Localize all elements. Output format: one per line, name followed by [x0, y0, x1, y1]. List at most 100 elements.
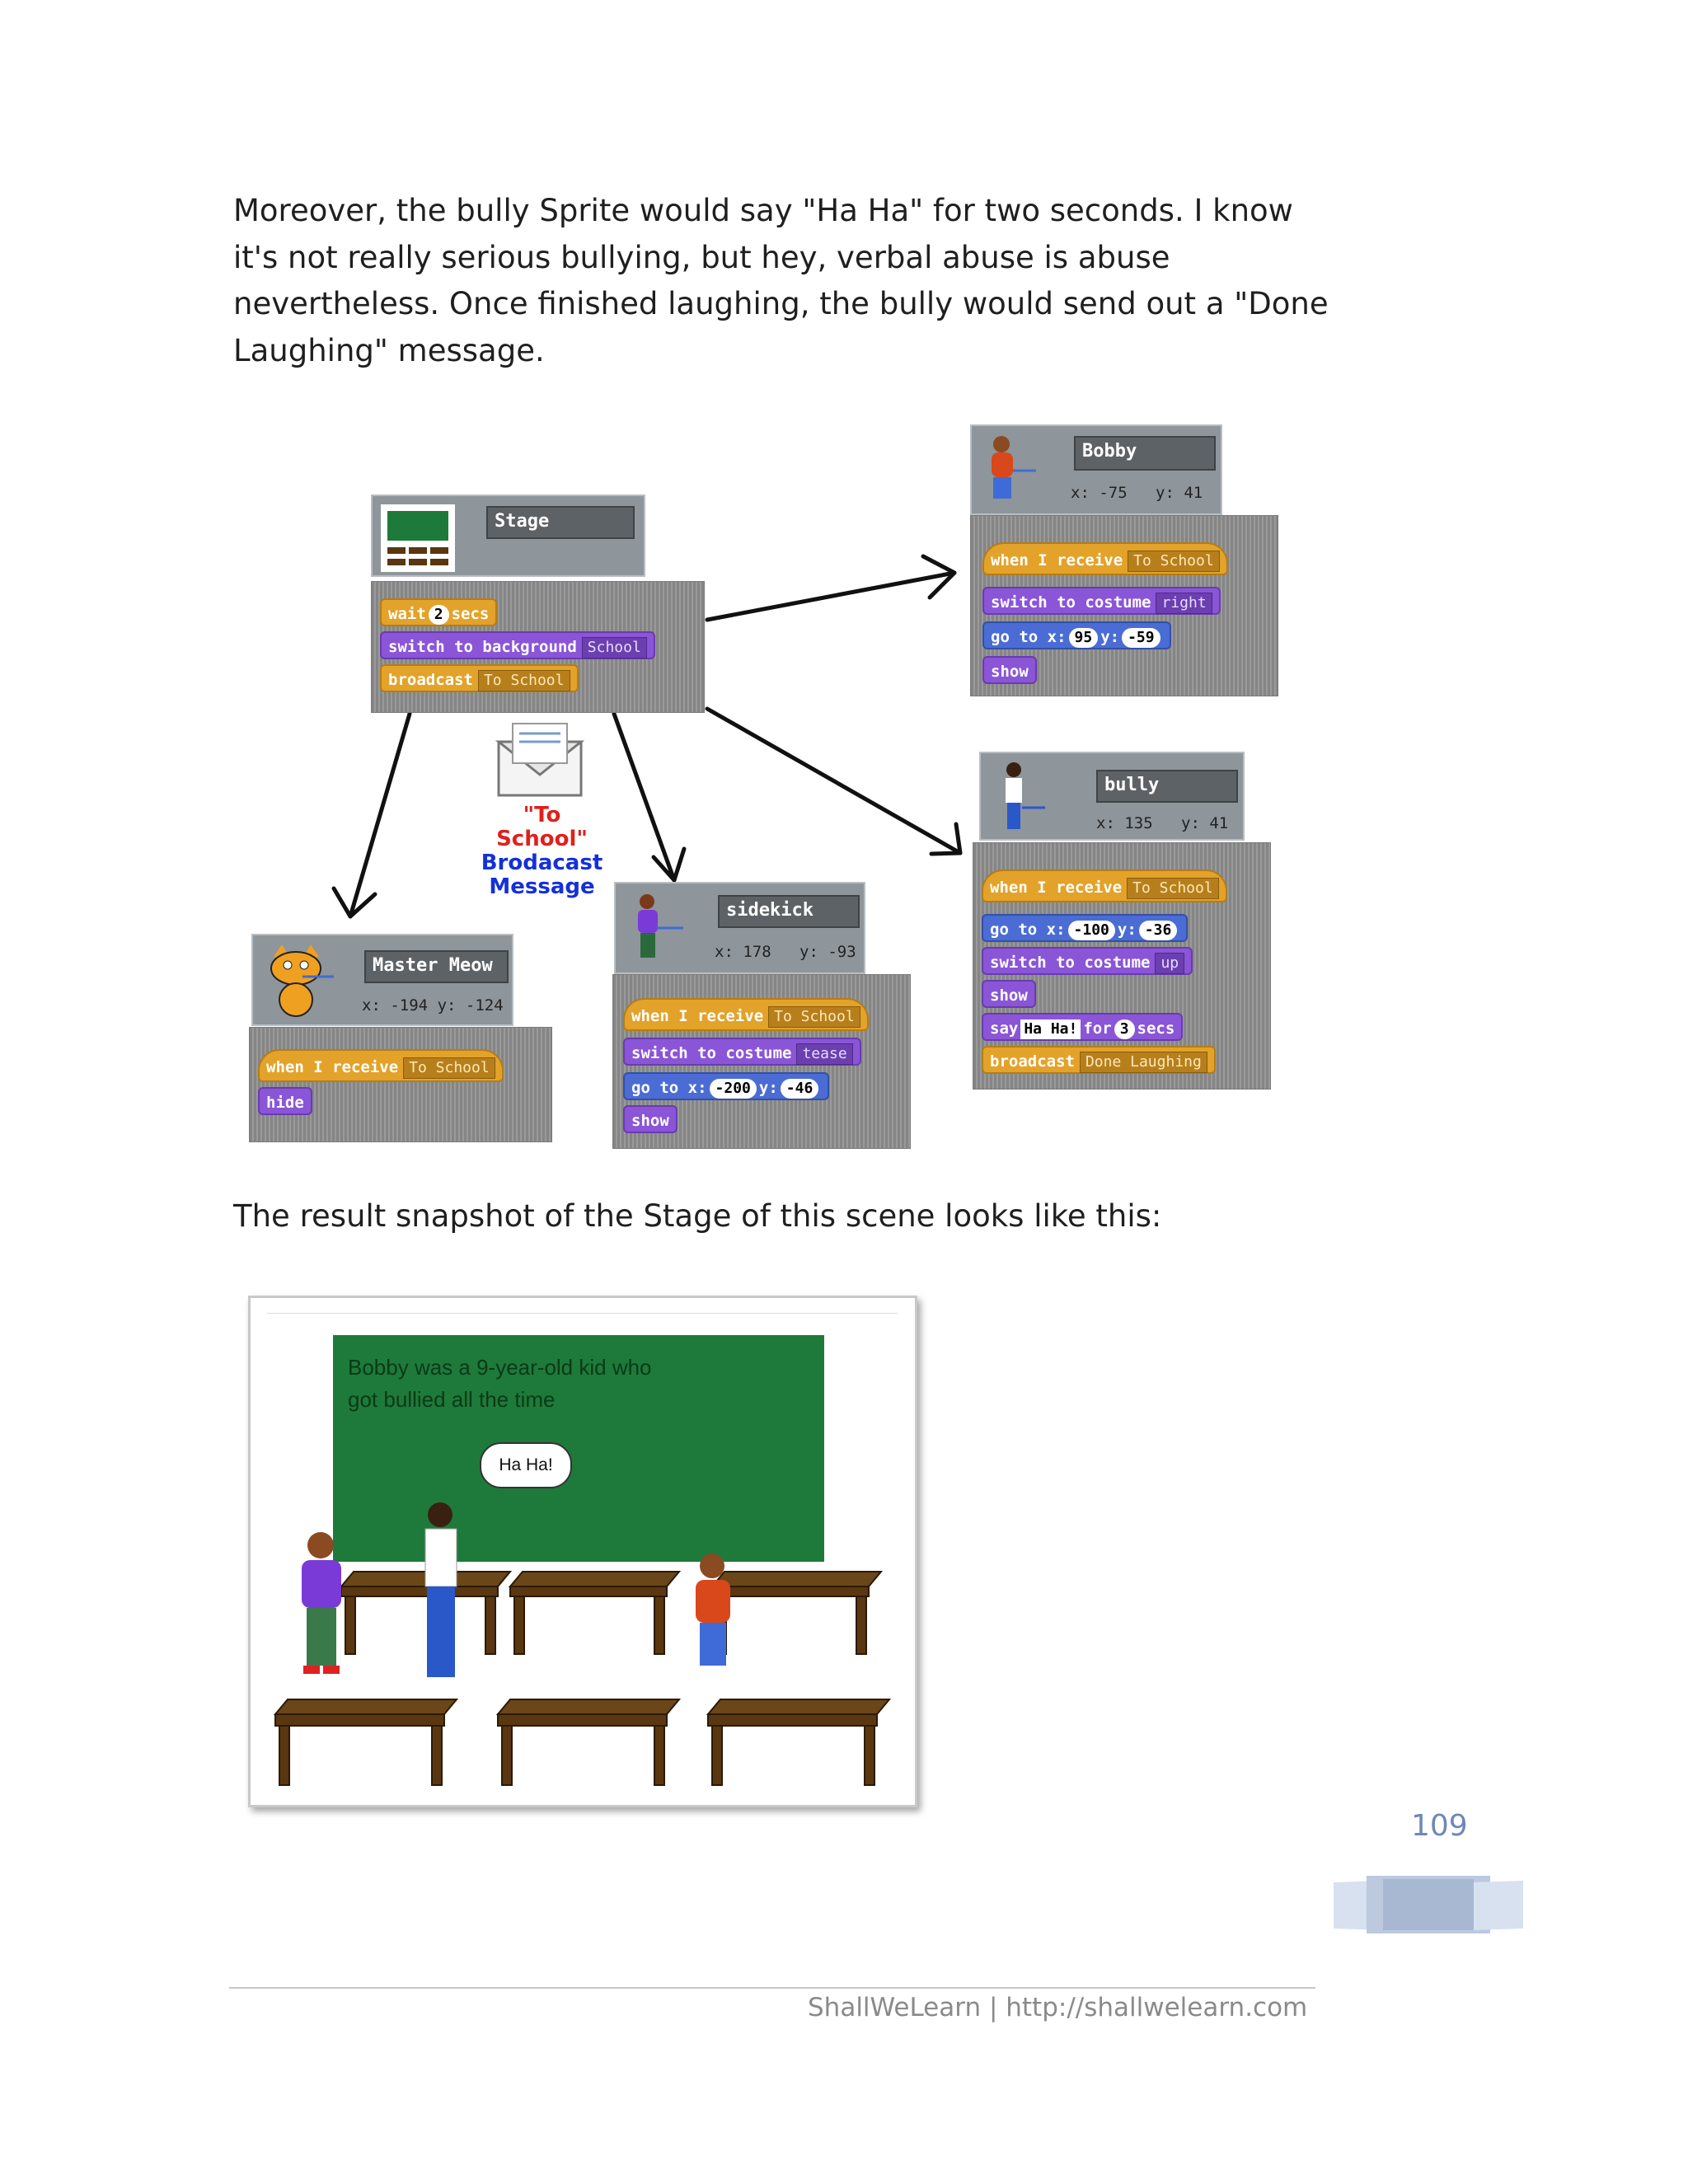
sidekick-costume-label: switch to costume: [631, 1044, 792, 1062]
bobby-costume-label: switch to costume: [991, 593, 1151, 612]
classroom-scene: [273, 1502, 892, 1786]
master-meow-name-field[interactable]: Master Meow: [364, 950, 509, 983]
master-meow-hide-label: hide: [266, 1094, 304, 1112]
wait-unit: secs: [451, 605, 490, 623]
desk-back-row: [339, 1571, 884, 1655]
bobby-message-dropdown[interactable]: To School: [1128, 551, 1220, 572]
chalkboard-text: Bobby was a 9-year-old kid who got bulli…: [348, 1352, 652, 1416]
bully-broadcast-dropdown[interactable]: Done Laughing: [1079, 1052, 1207, 1073]
master-meow-sprite-header: Master Meow x: -194 y: -124: [251, 934, 513, 1026]
bobby-script-area: when I receive To School switch to costum…: [970, 515, 1278, 696]
bully-sprite-header: bully x: 135 y: 41: [979, 752, 1245, 841]
message-line-3: Message: [489, 874, 595, 899]
footer-text: ShallWeLearn | http://shallwelearn.com: [808, 1993, 1308, 2022]
bully-say-for: for: [1083, 1019, 1112, 1038]
master-meow-hide-block[interactable]: hide: [258, 1087, 312, 1115]
bobby-goto-label: go to x:: [991, 628, 1067, 646]
master-meow-hat-label: when I receive: [266, 1058, 399, 1076]
bobby-switch-costume-block[interactable]: switch to costume right: [982, 587, 1221, 615]
sidekick-show-label: show: [631, 1112, 669, 1130]
stage-snapshot: Bobby was a 9-year-old kid who got bulli…: [248, 1296, 917, 1807]
sidekick-name-field[interactable]: sidekick: [718, 895, 860, 928]
bobby-character: [696, 1554, 730, 1666]
sidekick-goto-x[interactable]: -200: [709, 1079, 757, 1099]
stage-name-field[interactable]: Stage: [486, 506, 635, 539]
bobby-goto-y-label: y:: [1100, 628, 1120, 646]
broadcast-label: broadcast: [388, 671, 473, 689]
bully-name-field[interactable]: bully: [1096, 770, 1238, 803]
arrow-to-bobby: [705, 570, 957, 622]
bobby-when-receive-block[interactable]: when I receive To School: [982, 542, 1228, 575]
bully-goto-x[interactable]: -100: [1067, 921, 1115, 940]
bully-say-secs[interactable]: 3: [1114, 1019, 1135, 1039]
desk-front-row: [273, 1699, 892, 1786]
bully-character: [424, 1502, 457, 1677]
bully-goto-y[interactable]: -36: [1138, 921, 1178, 940]
chalkboard-line-1: Bobby was a 9-year-old kid who: [348, 1355, 652, 1380]
sidekick-coordinates: x: 178 y: -93: [715, 943, 856, 961]
bully-show-block[interactable]: show: [982, 980, 1036, 1008]
bobby-show-label: show: [991, 663, 1029, 681]
sidekick-show-block[interactable]: show: [623, 1105, 678, 1133]
bobby-hat-label: when I receive: [991, 551, 1123, 569]
arrow-to-sidekick: [612, 711, 677, 883]
bobby-name-field[interactable]: Bobby: [1074, 436, 1216, 471]
bully-say-label: say: [990, 1019, 1019, 1038]
bully-broadcast-label: broadcast: [990, 1052, 1075, 1071]
page-number: 109: [1411, 1809, 1468, 1843]
bobby-sprite-header: Bobby x: -75 y: 41: [970, 424, 1222, 515]
sidekick-sprite-header: sidekick x: 178 y: -93: [614, 882, 865, 974]
message-line-2: Brodacast: [481, 851, 603, 875]
bobby-coordinates: x: -75 y: 41: [1071, 484, 1203, 502]
stage-sprite-header: Stage: [371, 494, 645, 577]
bully-message-dropdown[interactable]: To School: [1127, 878, 1219, 899]
bobby-goto-x[interactable]: 95: [1068, 628, 1099, 648]
bully-coordinates: x: 135 y: 41: [1096, 814, 1229, 832]
bobby-show-block[interactable]: show: [982, 656, 1037, 684]
envelope-icon: [495, 723, 585, 797]
bobby-goto-y[interactable]: -59: [1122, 628, 1160, 648]
bully-say-unit: secs: [1137, 1019, 1175, 1038]
sidekick-character: [302, 1532, 341, 1674]
bobby-costume-dropdown[interactable]: right: [1156, 593, 1212, 614]
master-meow-coordinates: x: -194 y: -124: [362, 996, 504, 1015]
sidekick-costume-dropdown[interactable]: tease: [796, 1043, 853, 1065]
stage-thumbnail-icon: [381, 504, 455, 572]
paragraph-intro: Moreover, the bully Sprite would say "Ha…: [233, 193, 1329, 368]
master-meow-message-dropdown[interactable]: To School: [403, 1057, 495, 1079]
bully-costume-label: switch to costume: [990, 954, 1151, 972]
bully-say-text[interactable]: Ha Ha!: [1020, 1019, 1081, 1039]
bully-hat-label: when I receive: [990, 879, 1123, 897]
sidekick-message-dropdown[interactable]: To School: [768, 1006, 860, 1028]
broadcast-dropdown[interactable]: To School: [477, 670, 570, 691]
sidekick-sprite-icon: [638, 894, 683, 958]
chalkboard-line-2: got bullied all the time: [348, 1387, 556, 1412]
bobby-sprite-icon: [992, 436, 1036, 499]
stage-top-line: [267, 1313, 898, 1314]
arrow-to-master-meow: [348, 711, 412, 919]
wait-value[interactable]: 2: [428, 605, 449, 625]
background-dropdown[interactable]: School: [581, 637, 647, 658]
broadcast-message-label: "To School" Brodacast Message: [474, 804, 610, 899]
sidekick-goto-label: go to x:: [631, 1079, 707, 1097]
bully-costume-dropdown[interactable]: up: [1155, 953, 1185, 974]
sidekick-goto-y[interactable]: -46: [780, 1079, 819, 1099]
cat-sprite-icon: [270, 944, 334, 1017]
bully-show-label: show: [990, 987, 1028, 1005]
bully-goto-label: go to x:: [990, 921, 1066, 939]
footer-divider: [229, 1987, 1315, 1989]
